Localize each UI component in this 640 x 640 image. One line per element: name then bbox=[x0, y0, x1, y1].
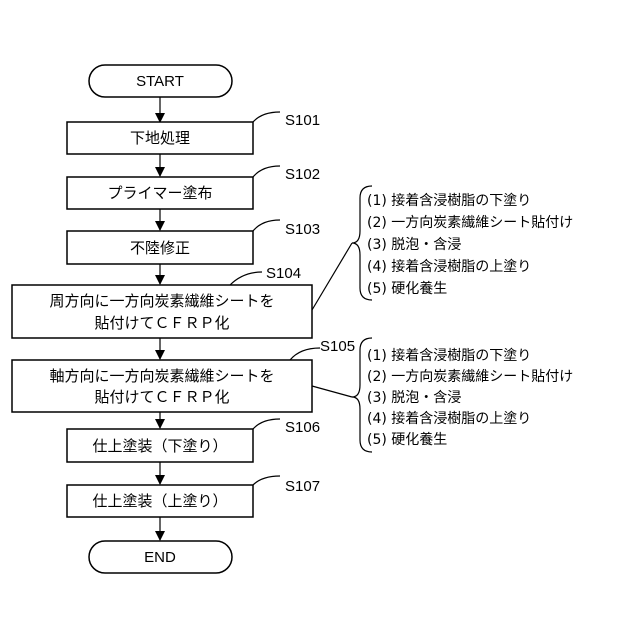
label-s103: S103 bbox=[285, 221, 320, 238]
detail-s105-item-4: (4) 接着含浸樹脂の上塗り bbox=[367, 410, 531, 427]
label-s101: S101 bbox=[285, 112, 320, 129]
label-s106: S106 bbox=[285, 419, 320, 436]
start-label: START bbox=[136, 73, 184, 90]
label-s102: S102 bbox=[285, 166, 320, 183]
step-s107: 仕上塗装（上塗り） bbox=[67, 485, 253, 517]
label-s107: S107 bbox=[285, 478, 320, 495]
leader-s101 bbox=[253, 112, 280, 122]
step-s104-line-2: 貼付けてＣＦＲＰ化 bbox=[94, 314, 229, 332]
details-s104: (1) 接着含浸樹脂の下塗り (2) 一方向炭素繊維シート貼付け (3) 脱泡・… bbox=[312, 186, 573, 310]
start-terminal: START bbox=[89, 65, 232, 97]
end-label: END bbox=[144, 549, 176, 566]
step-s105-line-2: 貼付けてＣＦＲＰ化 bbox=[94, 388, 229, 406]
details-s105: (1) 接着含浸樹脂の下塗り (2) 一方向炭素繊維シート貼付け (3) 脱泡・… bbox=[312, 338, 573, 452]
detail-s104-item-1: (1) 接着含浸樹脂の下塗り bbox=[367, 192, 531, 209]
detail-s105-item-1: (1) 接着含浸樹脂の下塗り bbox=[367, 347, 531, 364]
detail-connector-s105 bbox=[312, 386, 352, 397]
label-s105: S105 bbox=[320, 338, 355, 355]
step-s101: 下地処理 bbox=[67, 122, 253, 154]
step-s101-text: 下地処理 bbox=[130, 129, 190, 147]
detail-s104-item-4: (4) 接着含浸樹脂の上塗り bbox=[367, 258, 531, 275]
step-s104: 周方向に一方向炭素繊維シートを 貼付けてＣＦＲＰ化 bbox=[12, 285, 312, 338]
step-s103: 不陸修正 bbox=[67, 231, 253, 264]
detail-s105-item-3: (3) 脱泡・含浸 bbox=[367, 390, 461, 406]
step-s102: プライマー塗布 bbox=[67, 177, 253, 209]
step-s105-line-1: 軸方向に一方向炭素繊維シートを bbox=[49, 367, 274, 385]
step-s106: 仕上塗装（下塗り） bbox=[67, 429, 253, 462]
detail-s105-item-2: (2) 一方向炭素繊維シート貼付け bbox=[367, 369, 573, 385]
detail-s104-item-5: (5) 硬化養生 bbox=[367, 280, 447, 297]
detail-s104-item-2: (2) 一方向炭素繊維シート貼付け bbox=[367, 215, 573, 231]
step-s102-text: プライマー塗布 bbox=[107, 184, 212, 202]
detail-connector-s104 bbox=[312, 243, 352, 310]
leader-s104 bbox=[230, 272, 262, 285]
label-s104: S104 bbox=[266, 265, 301, 282]
leader-s105 bbox=[290, 348, 320, 360]
step-s103-text: 不陸修正 bbox=[130, 239, 190, 257]
leader-s103 bbox=[253, 220, 280, 231]
leader-s106 bbox=[253, 419, 280, 429]
step-s104-line-1: 周方向に一方向炭素繊維シートを bbox=[49, 292, 274, 310]
leader-s102 bbox=[253, 166, 280, 177]
detail-s105-item-5: (5) 硬化養生 bbox=[367, 431, 447, 448]
detail-s104-item-3: (3) 脱泡・含浸 bbox=[367, 237, 461, 253]
step-s105: 軸方向に一方向炭素繊維シートを 貼付けてＣＦＲＰ化 bbox=[12, 360, 312, 412]
step-s107-text: 仕上塗装（上塗り） bbox=[92, 492, 227, 510]
end-terminal: END bbox=[89, 541, 232, 573]
leader-s107 bbox=[253, 476, 280, 485]
step-s106-text: 仕上塗装（下塗り） bbox=[92, 437, 227, 455]
